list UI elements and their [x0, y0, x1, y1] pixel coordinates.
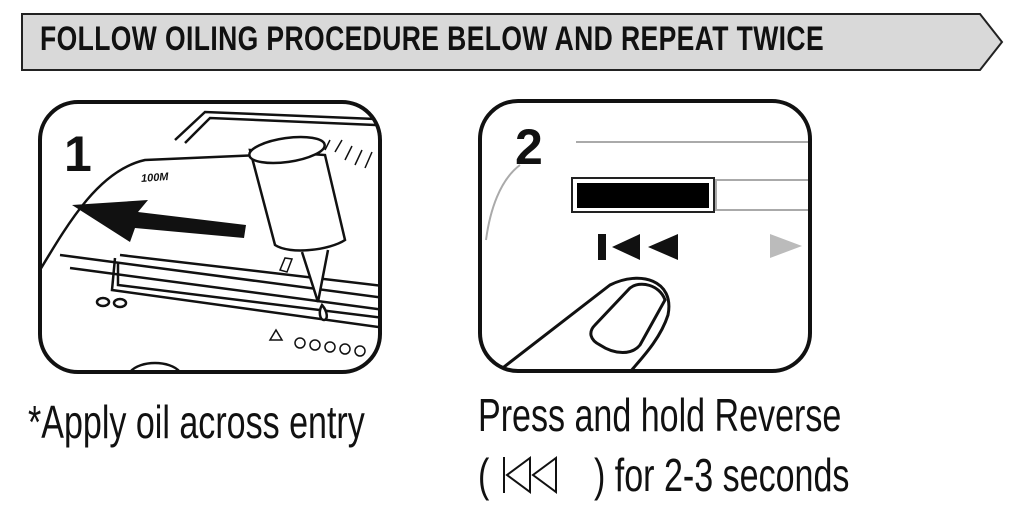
- reverse-button-icon: [598, 234, 678, 260]
- step-1-caption: *Apply oil across entry: [28, 396, 365, 448]
- step-2-caption-open-paren: (: [478, 449, 490, 501]
- play-button-icon: [770, 234, 802, 258]
- model-label: 100M: [140, 171, 169, 185]
- step-2-caption-line1: Press and hold Reverse: [478, 389, 842, 441]
- step-2-number: 2: [515, 119, 543, 175]
- step-1-number: 1: [64, 126, 92, 182]
- finger-icon: [499, 276, 671, 371]
- step-2-caption-line2: ) for 2-3 seconds: [594, 449, 850, 501]
- step-1-panel: [38, 100, 382, 374]
- direction-arrow-icon: [72, 200, 246, 242]
- step-2-panel: [478, 99, 812, 373]
- banner-title: FOLLOW OILING PROCEDURE BELOW AND REPEAT…: [40, 20, 825, 58]
- progress-bar-fill: [577, 183, 709, 208]
- banner-arrow: [21, 13, 1004, 71]
- oil-bottle-icon: [248, 135, 347, 322]
- reverse-icon: [503, 456, 557, 494]
